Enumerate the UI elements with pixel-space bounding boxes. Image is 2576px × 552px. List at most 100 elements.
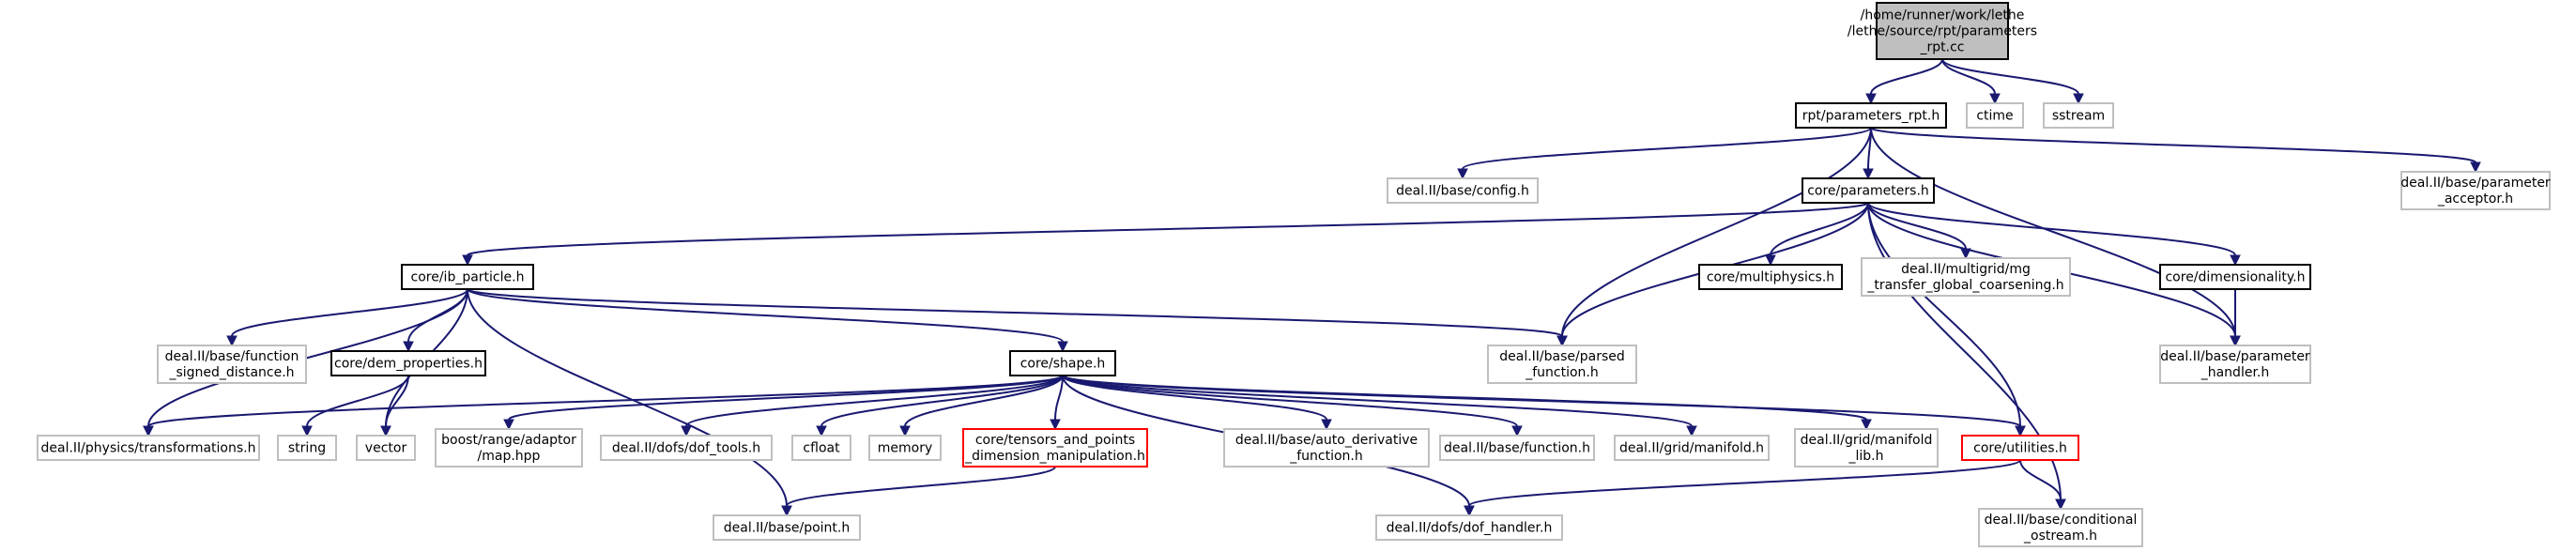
edge-line	[1062, 375, 1518, 427]
edge-dem_properties-to-vector	[380, 375, 409, 437]
node-box	[1802, 177, 1935, 204]
edge-shape-to-transformations	[143, 375, 1064, 437]
edge-dem_properties-to-string	[301, 375, 409, 437]
edge-line	[1054, 375, 1064, 421]
arrowhead	[1511, 425, 1523, 437]
node-ib-particle[interactable]: core/ib_particle.h	[401, 264, 534, 290]
node-label: rpt/parameters_rpt.h	[1802, 109, 1940, 124]
node-root[interactable]: /home/runner/work/lethe/lethe/source/rpt…	[1848, 2, 2037, 60]
node-shape[interactable]: core/shape.h	[1009, 350, 1116, 376]
edge-line	[467, 288, 1563, 337]
edge-line	[1867, 202, 1967, 250]
edge-line	[306, 375, 409, 427]
node-label: /home/runner/work/lethe	[1861, 8, 2025, 23]
arrowhead	[1057, 341, 1068, 353]
node-label: core/shape.h	[1020, 357, 1106, 372]
node-function-h: deal.II/base/function.h	[1439, 435, 1595, 461]
node-box	[1861, 257, 2071, 297]
edge-line	[467, 202, 1869, 256]
arrowhead	[226, 335, 238, 347]
node-box	[2159, 345, 2311, 384]
node-label: deal.II/dofs/dof_handler.h	[1387, 521, 1553, 536]
node-label: _function.h	[1525, 365, 1599, 380]
arrowhead	[899, 425, 911, 437]
arrowhead	[1457, 168, 1468, 180]
node-label: _ostream.h	[2023, 529, 2097, 544]
edge-line	[467, 288, 1064, 343]
node-core-parameters[interactable]: core/parameters.h	[1802, 177, 1935, 204]
node-box	[2159, 264, 2311, 290]
node-parsed-function: deal.II/base/parsed_function.h	[1487, 345, 1637, 384]
edge-line	[1062, 375, 1693, 427]
node-parameter-acceptor: deal.II/base/parameter_acceptor.h	[2400, 171, 2551, 210]
edge-line	[508, 375, 1064, 421]
node-box	[1794, 428, 1939, 468]
node-label: core/multiphysics.h	[1707, 270, 1834, 285]
node-box	[791, 435, 851, 461]
edge-line	[1870, 58, 1943, 95]
arrowhead	[2073, 93, 2084, 105]
node-box	[1966, 102, 2024, 129]
node-box	[962, 428, 1148, 468]
arrowhead	[403, 341, 414, 353]
node-label: core/tensors_and_points	[975, 433, 1135, 448]
edge-line	[685, 375, 1064, 427]
node-tensors-points[interactable]: core/tensors_and_points_dimension_manipu…	[962, 428, 1148, 468]
edge-line	[1870, 127, 2236, 337]
edge-shape-to-manifold_lib	[1062, 375, 1872, 431]
arrowhead	[301, 425, 313, 437]
node-box	[1961, 435, 2079, 461]
edge-line	[820, 375, 1064, 427]
node-label: sstream	[2052, 109, 2105, 124]
edge-line	[467, 288, 788, 507]
node-string: string	[277, 435, 337, 461]
nodes: /home/runner/work/lethe/lethe/source/rpt…	[37, 2, 2551, 547]
node-label: deal.II/grid/manifold.h	[1619, 441, 1764, 456]
node-label: deal.II/base/conditional	[1985, 513, 2138, 528]
arrowhead	[816, 425, 827, 437]
node-parameters-rpt[interactable]: rpt/parameters_rpt.h	[1795, 102, 1947, 129]
node-dem-properties[interactable]: core/dem_properties.h	[330, 350, 486, 376]
node-label: core/dem_properties.h	[334, 357, 483, 372]
node-point: deal.II/base/point.h	[713, 514, 861, 541]
node-box	[1614, 435, 1770, 461]
edge-line	[231, 288, 468, 337]
node-label: boost/range/adaptor	[441, 433, 576, 448]
arrowhead	[1686, 425, 1697, 437]
node-label: deal.II/base/parameter	[2400, 176, 2551, 191]
node-box	[435, 428, 583, 468]
node-utilities[interactable]: core/utilities.h	[1961, 435, 2079, 461]
arrowhead	[503, 419, 514, 431]
edge-shape-to-tensors_points	[1050, 375, 1064, 431]
edge-line	[147, 288, 468, 427]
edge-shape-to-function_h	[1062, 375, 1523, 437]
edge-utilities-to-dof_handler	[1464, 459, 2021, 517]
node-label: vector	[365, 441, 407, 456]
node-box	[1698, 264, 1843, 290]
node-box	[356, 435, 416, 461]
edge-line	[1062, 375, 1327, 421]
node-label: _dimension_manipulation.h	[964, 449, 1145, 464]
node-label: core/utilities.h	[1973, 441, 2067, 456]
node-dimensionality[interactable]: core/dimensionality.h	[2159, 264, 2311, 290]
edge-ib_particle-to-point	[467, 288, 792, 517]
arrowhead	[143, 425, 154, 437]
node-label: deal.II/base/parsed	[1499, 349, 1625, 364]
node-multiphysics[interactable]: core/multiphysics.h	[1698, 264, 1843, 290]
edge-root-to-sstream	[1941, 58, 2084, 105]
node-label: _acceptor.h	[2437, 192, 2513, 207]
node-box	[401, 264, 534, 290]
edge-dimensionality-to-parameter_handler	[2230, 288, 2241, 347]
node-label: deal.II/base/function.h	[1444, 441, 1590, 456]
node-box	[600, 435, 773, 461]
node-parameter-handler: deal.II/base/parameter_handler.h	[2159, 345, 2311, 384]
node-box	[1223, 428, 1430, 468]
node-box	[330, 350, 486, 376]
edge-line	[1561, 127, 1872, 337]
node-label: deal.II/physics/transformations.h	[41, 441, 256, 456]
node-config: deal.II/base/config.h	[1387, 177, 1539, 204]
edge-core_parameters-to-utilities	[1867, 202, 2026, 437]
arrowhead	[2230, 335, 2241, 347]
arrowhead	[1321, 419, 1332, 431]
edge-ib_particle-to-shape	[467, 288, 1068, 353]
